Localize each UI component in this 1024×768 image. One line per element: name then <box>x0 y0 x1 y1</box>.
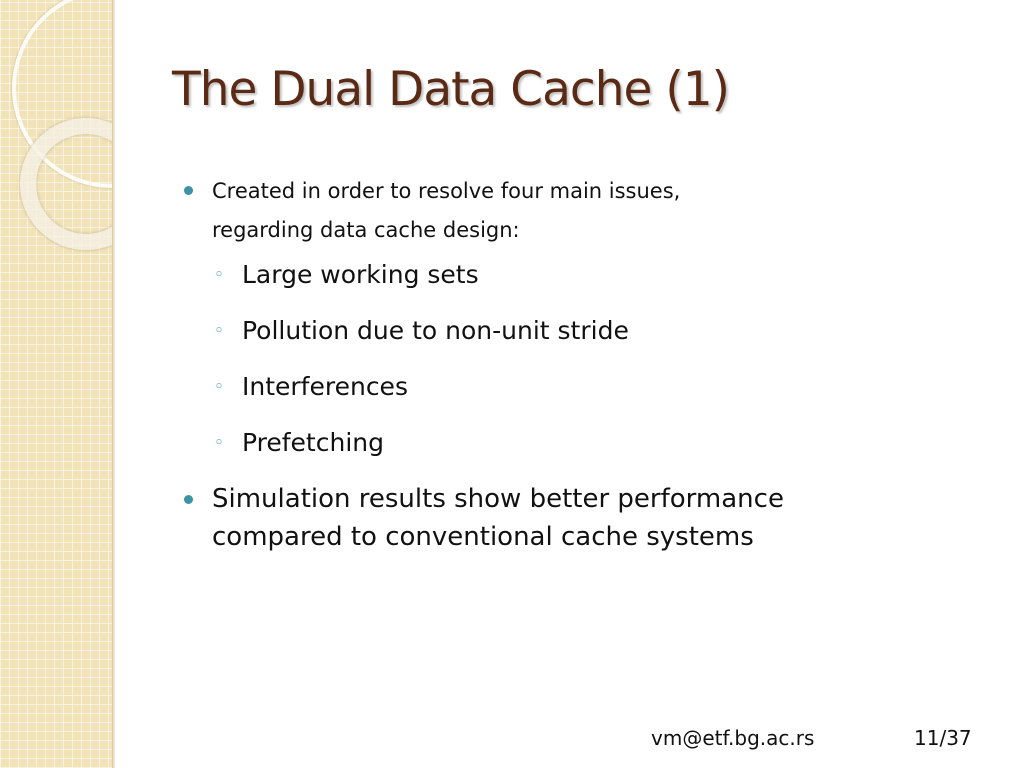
bullet-item-1: Created in order to resolve four main is… <box>184 172 984 250</box>
bullet-item-2: Simulation results show better performan… <box>184 480 984 556</box>
footer-email: vm@etf.bg.ac.rs <box>651 726 815 750</box>
circle-bullet-icon: ◦ <box>214 377 225 397</box>
sub-item-2: ◦ Pollution due to non-unit stride <box>184 312 984 350</box>
bullet-2-line-2: compared to conventional cache systems <box>212 522 754 552</box>
bullet-2-line-1: Simulation results show better performan… <box>212 484 784 514</box>
sub-item-label: Interferences <box>242 372 408 401</box>
circle-bullet-icon: ◦ <box>214 321 225 341</box>
sub-item-label: Prefetching <box>242 428 384 457</box>
bullet-1-line-2: regarding data cache design: <box>212 218 520 242</box>
bullet-1-line-1: Created in order to resolve four main is… <box>212 179 681 203</box>
page-number: 11/37 <box>914 726 972 750</box>
circle-bullet-icon: ◦ <box>214 433 225 453</box>
slide-content: Created in order to resolve four main is… <box>184 172 984 566</box>
sidebar-edge <box>112 0 115 768</box>
sub-item-label: Pollution due to non-unit stride <box>242 316 629 345</box>
circle-bullet-icon: ◦ <box>214 265 225 285</box>
sub-item-label: Large working sets <box>242 260 479 289</box>
slide-title: The Dual Data Cache (1) <box>172 62 730 117</box>
sub-item-3: ◦ Interferences <box>184 368 984 406</box>
bullet-dot-icon <box>184 186 193 195</box>
decorative-sidebar <box>0 0 112 768</box>
sub-item-1: ◦ Large working sets <box>184 256 984 294</box>
sub-item-4: ◦ Prefetching <box>184 424 984 462</box>
bullet-dot-icon <box>184 495 193 504</box>
